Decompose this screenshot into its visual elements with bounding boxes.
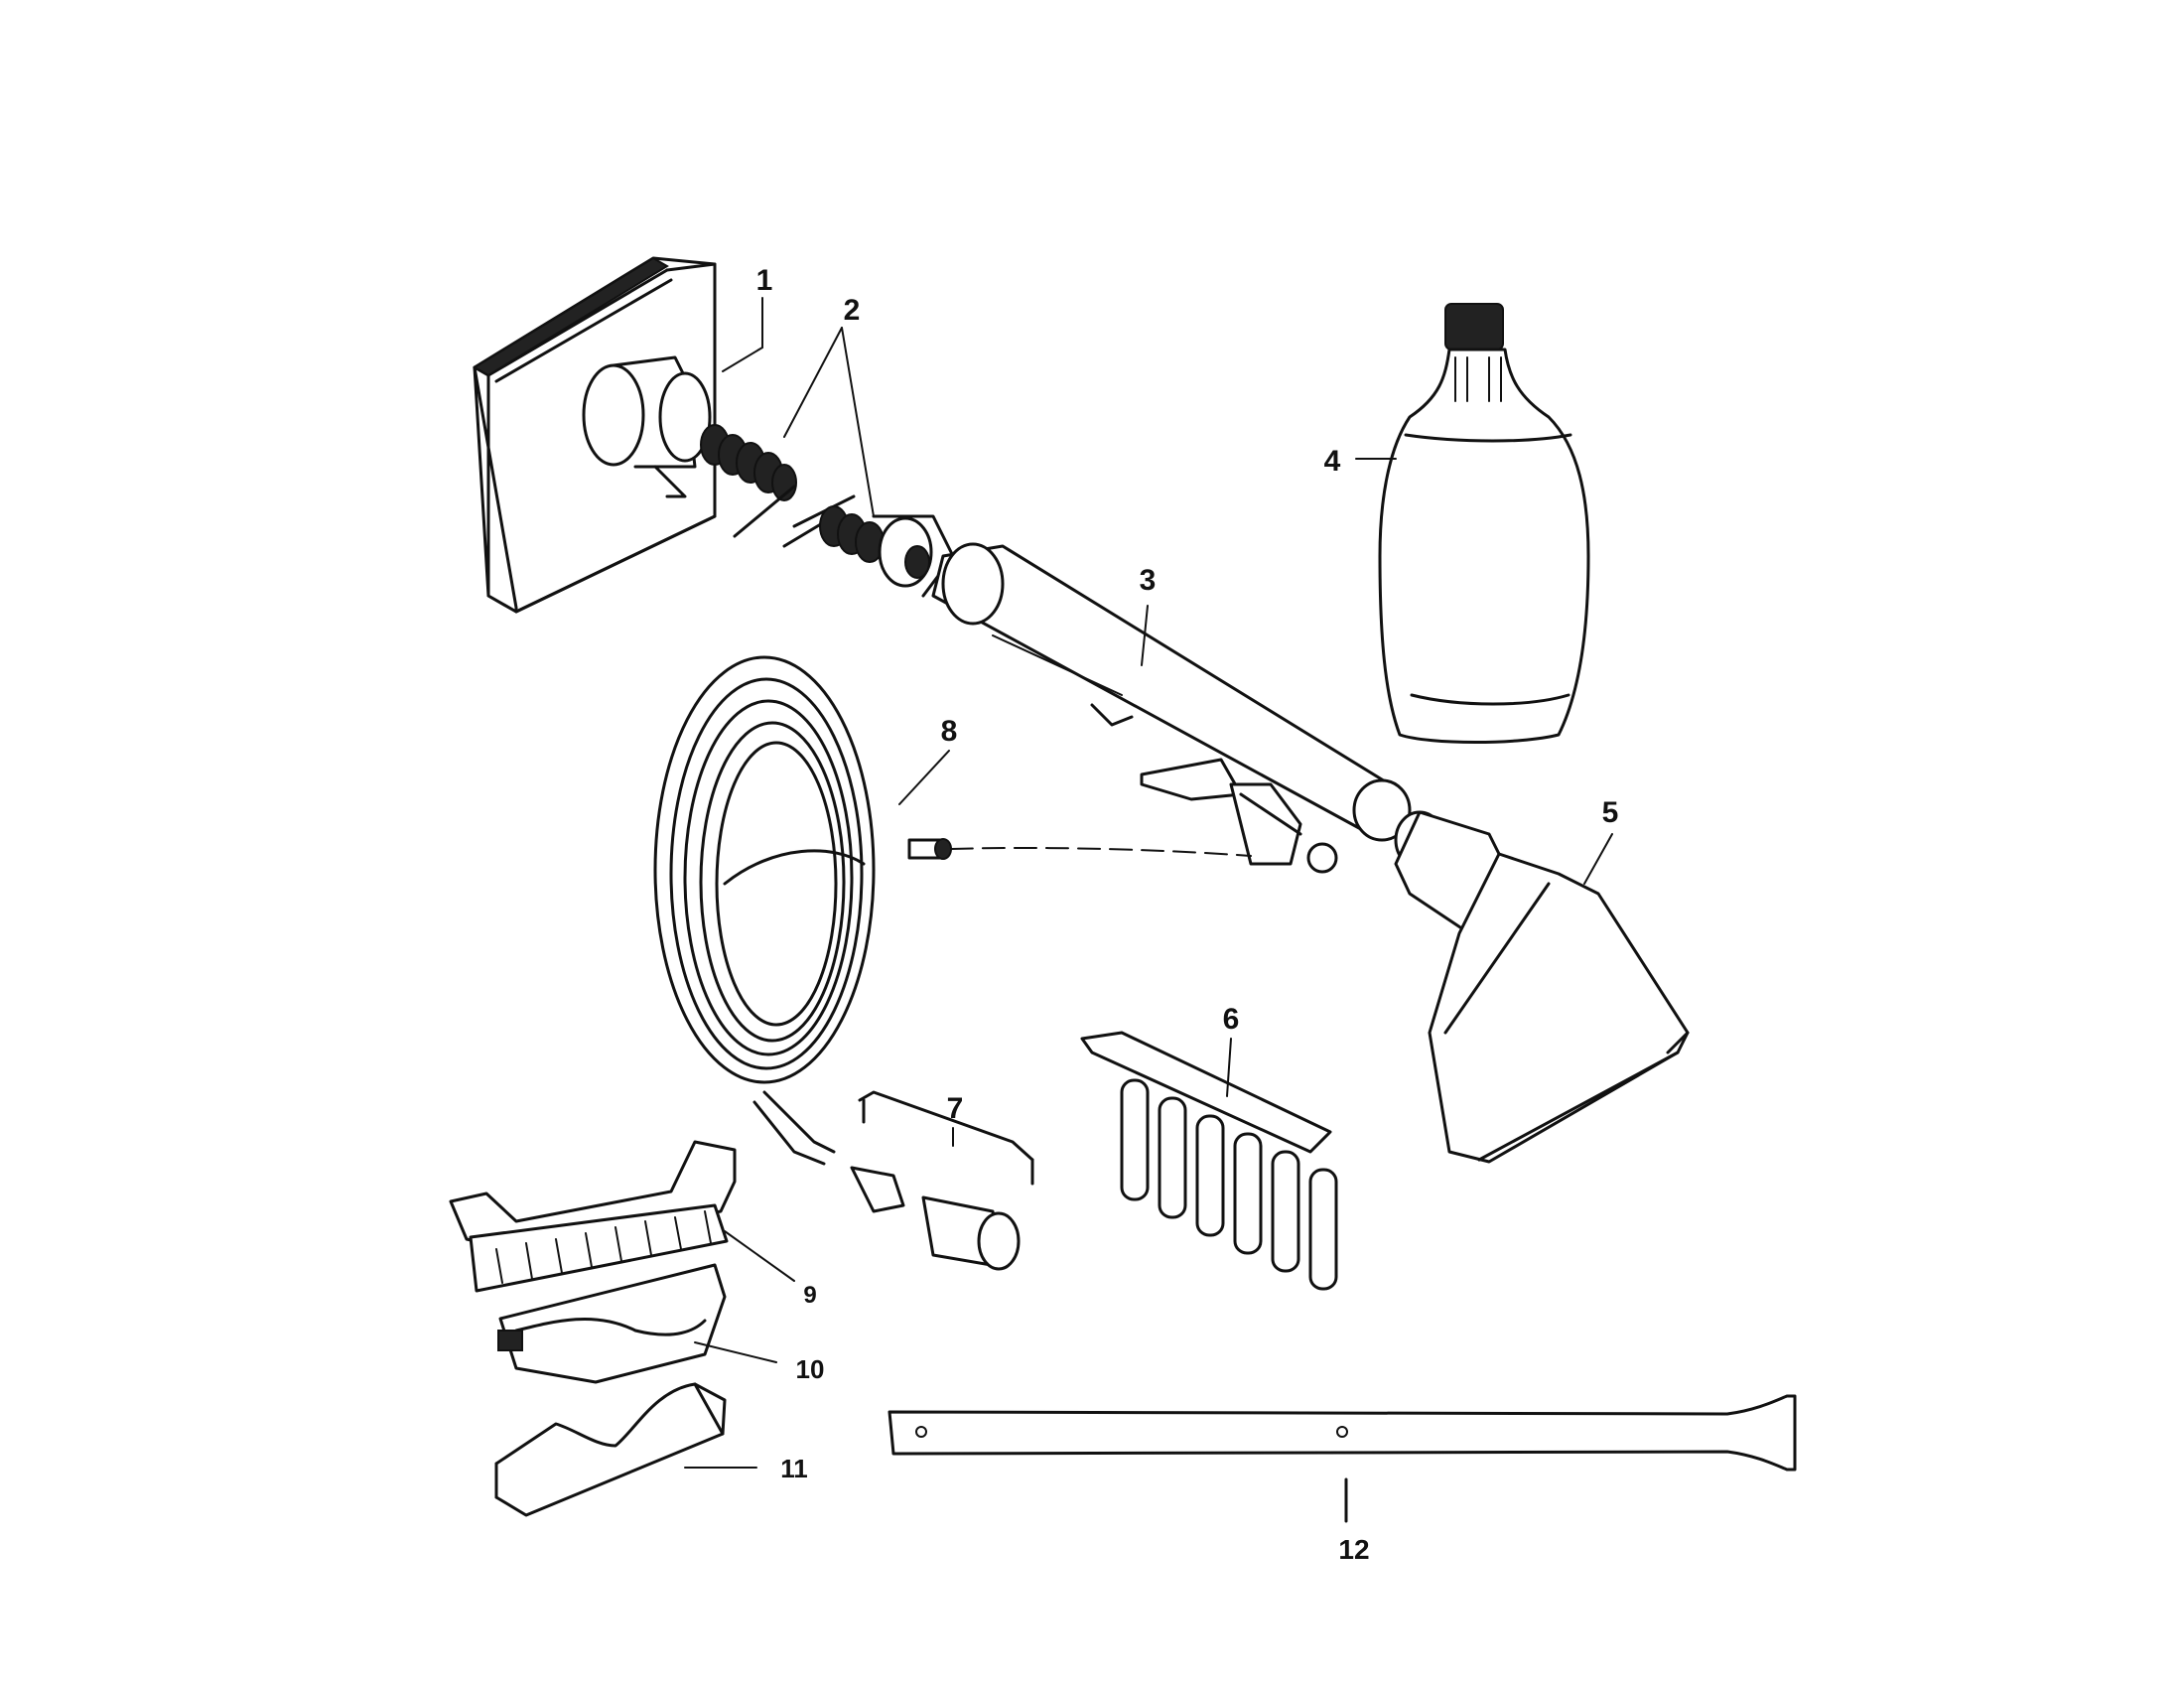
leader-9 — [724, 1230, 795, 1282]
part-3-wand-tube — [931, 542, 1412, 874]
part-8-coiled-hose — [653, 655, 1252, 1166]
leader-3 — [1141, 605, 1149, 666]
callout-3: 3 — [1140, 564, 1157, 597]
leader-lines — [684, 297, 1613, 1523]
part-10-squeegee — [497, 1263, 727, 1384]
callout-7: 7 — [947, 1092, 964, 1125]
hose-coil-right — [819, 505, 885, 563]
callout-10: 10 — [796, 1354, 825, 1384]
part-12-strip-tool — [887, 1394, 1797, 1472]
leader-6 — [1226, 1038, 1232, 1097]
leader-2a — [783, 327, 843, 438]
callout-12: 12 — [1338, 1534, 1369, 1565]
part-7-connectors — [850, 1090, 1034, 1271]
callout-9: 9 — [803, 1282, 816, 1309]
callout-6: 6 — [1223, 1003, 1240, 1036]
callout-8: 8 — [941, 715, 958, 748]
part-1-filter-cover — [473, 256, 797, 614]
part-11-holder — [494, 1382, 727, 1517]
callout-2: 2 — [844, 294, 861, 327]
part-9-brush — [449, 1140, 737, 1293]
callout-5: 5 — [1602, 796, 1619, 829]
part-6-clip-strip — [1080, 1031, 1338, 1291]
hose-coil-left — [700, 424, 797, 501]
callout-4: 4 — [1324, 445, 1341, 478]
callout-1: 1 — [756, 264, 773, 297]
part-2-hose — [782, 494, 955, 598]
leader-10 — [694, 1341, 777, 1363]
leader-8 — [898, 750, 950, 805]
part-4-solution-bottle — [1378, 303, 1590, 744]
part-5-nozzle — [1394, 810, 1690, 1164]
callout-11: 11 — [780, 1454, 808, 1483]
leader-5 — [1583, 833, 1613, 885]
leader-2b — [841, 327, 875, 517]
callout-labels: 1 2 3 4 5 6 7 8 9 10 11 12 — [756, 264, 1619, 1565]
